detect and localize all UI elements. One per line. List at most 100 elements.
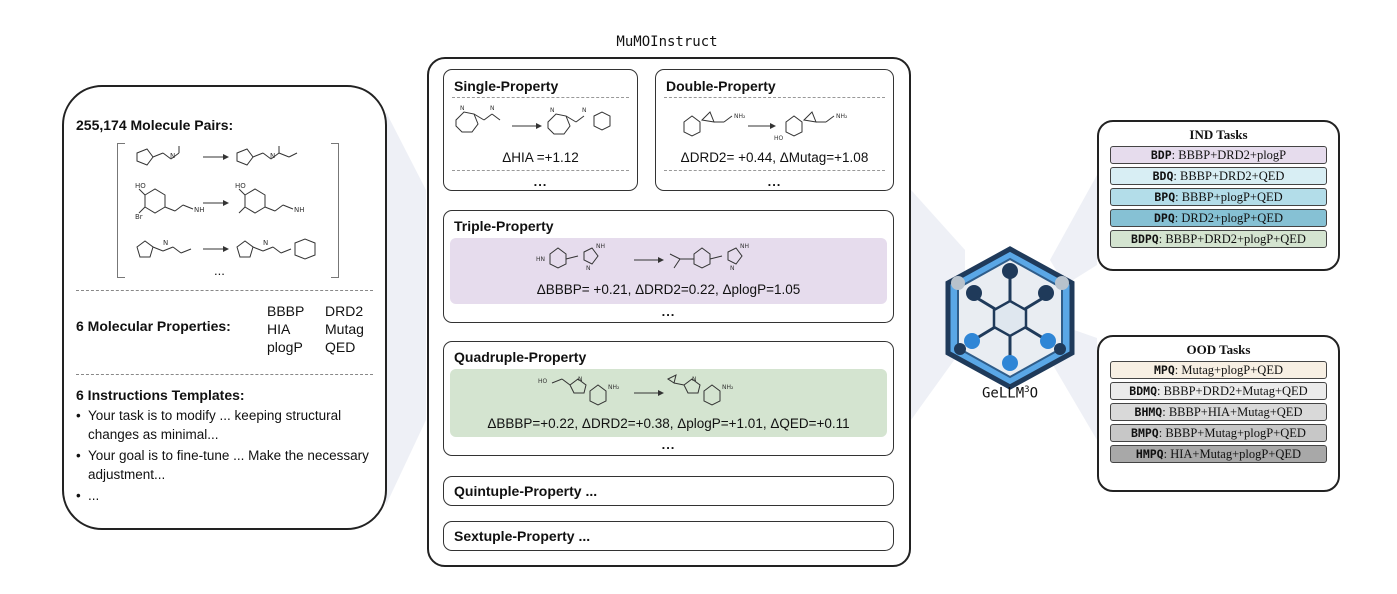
svg-text:N: N bbox=[263, 239, 268, 247]
task-code: BDP bbox=[1150, 148, 1172, 162]
task-code: HMPQ bbox=[1135, 447, 1164, 461]
task-desc: : DRD2+plogP+QED bbox=[1174, 211, 1283, 225]
svg-text:NH: NH bbox=[294, 206, 305, 214]
ind-tasks-title: IND Tasks bbox=[1189, 127, 1248, 142]
task-code: BDPQ bbox=[1131, 232, 1159, 246]
svg-text:N: N bbox=[586, 265, 591, 272]
task-desc: : BBBP+DRD2+Mutag+QED bbox=[1157, 384, 1308, 398]
task-item-bdp: BDP: BBBP+DRD2+plogP bbox=[1110, 146, 1327, 164]
svg-text:N: N bbox=[582, 107, 587, 114]
task-code: BPQ bbox=[1154, 190, 1176, 204]
divider bbox=[452, 170, 629, 171]
templates-list: Your task is to modify ... keeping struc… bbox=[76, 406, 376, 507]
task-desc: : BBBP+HIA+Mutag+QED bbox=[1162, 405, 1303, 419]
svg-text:N: N bbox=[730, 265, 735, 272]
svg-text:NH₂: NH₂ bbox=[836, 113, 848, 120]
property-hia: HIA bbox=[267, 321, 291, 337]
task-desc: : BBBP+plogP+QED bbox=[1175, 190, 1283, 204]
molecule-pairs-figure: HO Br NH HO NH N N N N bbox=[117, 143, 339, 278]
box-title: Double-Property bbox=[666, 78, 776, 94]
svg-text:HN: HN bbox=[536, 256, 545, 263]
delta-text: ΔBBBP= +0.21, ΔDRD2=0.22, ΔplogP=1.05 bbox=[536, 282, 801, 297]
svg-text:NH: NH bbox=[740, 243, 749, 250]
svg-text:HO: HO bbox=[774, 135, 784, 142]
task-item-dpq: DPQ: DRD2+plogP+QED bbox=[1110, 209, 1327, 227]
task-desc: : BBBP+DRD2+plogP+QED bbox=[1158, 232, 1306, 246]
task-code: BDQ bbox=[1152, 169, 1174, 183]
more-ellipsis: ... bbox=[661, 304, 676, 319]
svg-text:N: N bbox=[550, 107, 555, 114]
left-bracket bbox=[117, 143, 125, 278]
box-title: Triple-Property bbox=[454, 218, 554, 234]
molecule-pairs-title: 255,174 Molecule Pairs: bbox=[76, 117, 234, 133]
divider bbox=[76, 374, 373, 375]
task-item-hmpq: HMPQ: HIA+Mutag+plogP+QED bbox=[1110, 445, 1327, 463]
template-item: Your goal is to fine-tune ... Make the n… bbox=[76, 446, 376, 484]
task-code: BDMQ bbox=[1129, 384, 1157, 398]
task-desc: : HIA+Mutag+plogP+QED bbox=[1163, 447, 1302, 461]
quintuple-property-box: Quintuple-Property ... bbox=[443, 476, 894, 506]
task-item-mpq: MPQ: Mutag+plogP+QED bbox=[1110, 361, 1327, 379]
box-title: Sextuple-Property ... bbox=[454, 528, 591, 544]
ood-tasks-title: OOD Tasks bbox=[1186, 342, 1251, 357]
dataset-panel: 255,174 Molecule Pairs: bbox=[62, 85, 387, 530]
svg-text:HO: HO bbox=[135, 182, 146, 190]
task-item-bdmq: BDMQ: BBBP+DRD2+Mutag+QED bbox=[1110, 382, 1327, 400]
more-ellipsis: ... bbox=[767, 174, 782, 189]
gellm3o-logo-icon bbox=[945, 246, 1075, 390]
box-title: Quintuple-Property ... bbox=[454, 483, 598, 499]
svg-text:N: N bbox=[460, 105, 465, 112]
more-ellipsis: ... bbox=[533, 174, 548, 189]
ind-task-list: BDP: BBBP+DRD2+plogP BDQ: BBBP+DRD2+QED BP… bbox=[1099, 146, 1338, 248]
property-bbbp: BBBP bbox=[267, 303, 305, 319]
svg-text:N: N bbox=[578, 376, 583, 383]
task-desc: : BBBP+DRD2+QED bbox=[1173, 169, 1285, 183]
svg-text:NH: NH bbox=[194, 206, 205, 214]
task-item-bpq: BPQ: BBBP+plogP+QED bbox=[1110, 188, 1327, 206]
more-ellipsis: ... bbox=[661, 437, 676, 452]
svg-text:Br: Br bbox=[135, 213, 143, 221]
task-desc: : Mutag+plogP+QED bbox=[1174, 363, 1283, 377]
task-item-bhmq: BHMQ: BBBP+HIA+Mutag+QED bbox=[1110, 403, 1327, 421]
template-item: Your task is to modify ... keeping struc… bbox=[76, 406, 376, 444]
molecule-ellipsis: ... bbox=[214, 263, 225, 278]
task-desc: : BBBP+Mutag+plogP+QED bbox=[1158, 426, 1306, 440]
task-code: BHMQ bbox=[1134, 405, 1163, 419]
property-plogp: plogP bbox=[267, 339, 303, 355]
task-code: DPQ bbox=[1154, 211, 1175, 225]
svg-text:N: N bbox=[270, 152, 275, 160]
property-drd2: DRD2 bbox=[325, 303, 364, 319]
svg-text:NH₂: NH₂ bbox=[734, 113, 746, 120]
delta-text: ΔBBBP=+0.22, ΔDRD2=+0.38, ΔplogP=+1.01, … bbox=[487, 416, 850, 431]
divider bbox=[664, 97, 885, 98]
task-code: BMPQ bbox=[1131, 426, 1159, 440]
properties-label: 6 Molecular Properties: bbox=[76, 318, 231, 334]
task-item-bmpq: BMPQ: BBBP+Mutag+plogP+QED bbox=[1110, 424, 1327, 442]
svg-text:HO: HO bbox=[538, 378, 548, 385]
svg-text:NH₂: NH₂ bbox=[722, 384, 734, 391]
template-item: ... bbox=[76, 486, 376, 505]
molecule-structures: HO Br NH HO NH N N N N bbox=[135, 146, 316, 260]
molecule-structures: NH₂ NH₂ HO bbox=[683, 111, 848, 142]
svg-text:N: N bbox=[490, 105, 495, 112]
svg-text:HO: HO bbox=[235, 182, 246, 190]
double-property-box: Double-Property NH₂ NH₂ HO ΔDRD2= +0.44, Δ… bbox=[655, 69, 894, 191]
divider bbox=[664, 170, 885, 171]
svg-text:NH₂: NH₂ bbox=[608, 384, 620, 391]
svg-text:N: N bbox=[170, 152, 175, 160]
box-title: Single-Property bbox=[454, 78, 559, 94]
property-qed: QED bbox=[325, 339, 356, 355]
molecule-structures: HO NH₂ NH₂ N N bbox=[538, 374, 734, 406]
task-item-bdq: BDQ: BBBP+DRD2+QED bbox=[1110, 167, 1327, 185]
svg-text:N: N bbox=[163, 239, 168, 247]
svg-text:N: N bbox=[692, 376, 697, 383]
sextuple-property-box: Sextuple-Property ... bbox=[443, 521, 894, 551]
delta-text: ΔDRD2= +0.44, ΔMutag=+1.08 bbox=[680, 150, 869, 165]
example-highlight bbox=[450, 369, 887, 437]
